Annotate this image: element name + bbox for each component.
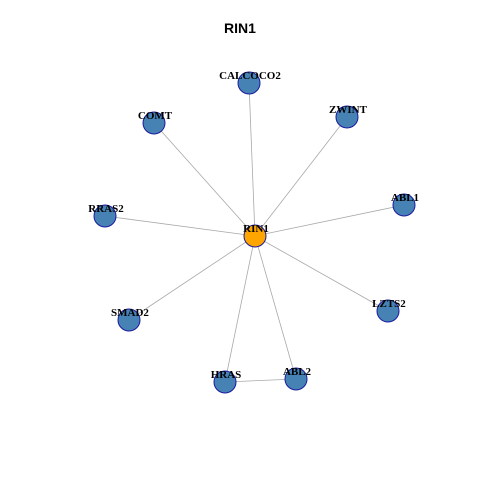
edge-rin1-zwint	[254, 116, 348, 237]
edges-layer	[104, 82, 405, 383]
node-label-hras: HRAS	[211, 369, 242, 381]
edge-rin1-abl1	[254, 204, 405, 237]
node-abl2	[284, 367, 308, 391]
node-label-rin1: RIN1	[243, 223, 269, 235]
node-abl1	[392, 193, 416, 217]
edge-rin1-smad2	[128, 235, 256, 321]
edge-rin1-calcoco2	[248, 82, 256, 237]
node-label-abl2: ABL2	[283, 366, 312, 378]
edge-rin1-lzts2	[254, 235, 389, 312]
edge-rin1-comt	[153, 122, 256, 237]
graph-title: RIN1	[224, 20, 256, 36]
node-smad2	[117, 308, 141, 332]
node-rras2	[93, 204, 117, 228]
node-lzts2	[376, 299, 400, 323]
node-label-calcoco2: CALCOCO2	[219, 70, 281, 82]
edge-rin1-hras	[224, 235, 256, 383]
node-label-abl1: ABL1	[391, 192, 419, 204]
edge-rin1-abl2	[254, 235, 297, 380]
node-rin1	[243, 224, 267, 248]
node-label-comt: COMT	[138, 110, 173, 122]
node-comt	[142, 111, 166, 135]
edge-hras-abl2	[224, 378, 297, 383]
node-zwint	[335, 105, 359, 129]
node-calcoco2	[237, 71, 261, 95]
node-label-lzts2: LZTS2	[372, 298, 406, 310]
edge-rin1-rras2	[104, 215, 256, 237]
node-label-rras2: RRAS2	[88, 203, 124, 215]
node-label-smad2: SMAD2	[111, 307, 149, 319]
node-label-zwint: ZWINT	[329, 104, 368, 116]
node-hras	[213, 370, 237, 394]
nodes-layer	[93, 71, 416, 394]
